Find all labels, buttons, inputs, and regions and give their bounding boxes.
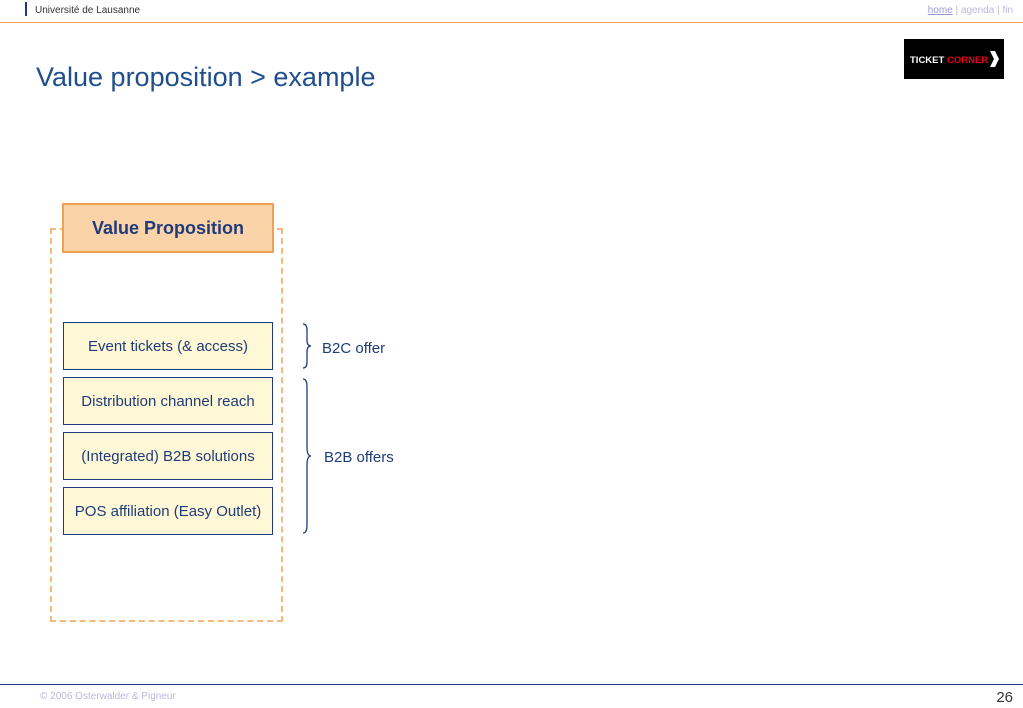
footer-divider [0,684,1023,685]
b2b-brace [302,378,312,534]
organization-name: Université de Lausanne [35,5,141,16]
header-accent-line [25,2,27,16]
page-number: 26 [996,689,1013,706]
nav-home-link[interactable]: home [927,5,953,16]
page-title: Value proposition > example [36,62,376,92]
vp-item-distribution-reach: Distribution channel reach [63,377,273,425]
nav-separator: | [994,5,1003,16]
nav-agenda-link[interactable]: agenda [960,5,995,16]
b2b-offers-label: B2B offers [324,449,394,466]
nav-fin-link[interactable]: fin [1002,5,1013,16]
vp-item-pos-affiliation: POS affiliation (Easy Outlet) [63,487,273,535]
vp-item-b2b-solutions: (Integrated) B2B solutions [63,432,273,480]
header-bar: Université de Lausanne home | agenda | f… [0,0,1023,23]
header-divider [0,22,1023,23]
ticketcorner-logo-graphic: TICKET CORNER [910,51,999,67]
value-proposition-header: Value Proposition [62,203,274,253]
nav-separator: | [952,5,961,16]
logo-text-corner: CORNER [947,55,988,66]
logo-text-ticket: TICKET [910,55,945,66]
b2c-offer-label: B2C offer [322,340,386,357]
footer-copyright: © 2006 Osterwalder & Pigneur [40,691,176,702]
value-proposition-block [50,228,283,622]
chevron-right-icon [990,51,999,67]
header-nav: home | agenda | fin [928,5,1013,16]
ticketcorner-logo: TICKET CORNER [904,39,1004,79]
b2c-brace [302,323,312,369]
vp-item-event-tickets: Event tickets (& access) [63,322,273,370]
